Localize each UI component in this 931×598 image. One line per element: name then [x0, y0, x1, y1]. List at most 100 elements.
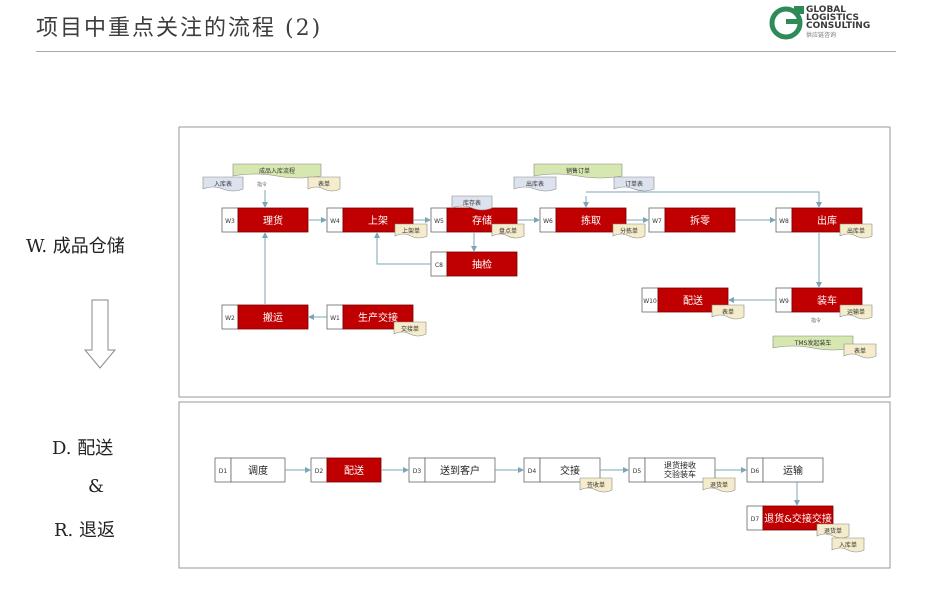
node-w2-label: 搬运 — [263, 311, 283, 324]
node-d5-label: 交验装车 — [664, 469, 696, 479]
doc-outbound-table-text: 出库表 — [526, 180, 544, 188]
down-arrow-icon — [83, 299, 117, 369]
node-w3-label: 理货 — [263, 214, 283, 227]
doc-stockcheck: 盘点单 — [491, 223, 525, 239]
title-divider — [36, 51, 896, 52]
doc-load-note: 运输单 — [839, 304, 873, 320]
node-w10: W10 配送 — [641, 287, 729, 313]
node-w9-label: 装车 — [817, 294, 837, 307]
label-warehouse: W. 成品仓储 — [26, 236, 125, 257]
node-d2-label: 配送 — [344, 464, 364, 477]
node-d3-label: 送到客户 — [440, 464, 480, 477]
node-c8: C8 抽检 — [430, 251, 518, 277]
node-c8-id: C8 — [435, 262, 443, 269]
doc-inbound-note-text: 入库表 — [214, 180, 232, 188]
doc-order-table: 订单表 — [613, 176, 655, 192]
node-w6-label: 拣取 — [581, 214, 601, 227]
node-d6-label: 运输 — [783, 464, 803, 477]
node-w3-id: W3 — [225, 218, 235, 225]
doc-out-note-text: 出库单 — [847, 227, 865, 235]
node-w4-label: 上架 — [368, 215, 388, 227]
doc-d5: 退货单 — [702, 477, 736, 493]
doc-load-note-text: 运输单 — [847, 308, 865, 316]
flow-arrow — [374, 232, 431, 265]
doc-inventory: 库存表 — [451, 195, 493, 211]
node-d6: D6 运输 — [746, 457, 824, 483]
doc-order-table-text: 订单表 — [625, 180, 643, 188]
delivery-frame — [178, 401, 891, 569]
doc-d4-text: 签收单 — [587, 481, 605, 489]
flow-arrow — [586, 191, 822, 208]
doc-pick-note: 分拣单 — [612, 223, 646, 239]
node-d3: D3 送到客户 — [408, 457, 496, 483]
doc-delivery-note: 表单 — [711, 304, 745, 320]
node-w2: W2 搬运 — [221, 304, 309, 330]
doc-inbound-table-text: 表单 — [318, 180, 330, 188]
doc-shelf-text: 上架单 — [402, 227, 420, 235]
doc-sales-order-text: 销售订单 — [566, 167, 590, 175]
node-w3: W3 理货 — [221, 207, 309, 233]
label-returns: R. 退返 — [54, 520, 115, 541]
doc-d7-1: 退货单 — [816, 523, 850, 539]
node-c8-label: 抽检 — [472, 258, 492, 271]
logo-line-3: CONSULTING — [806, 21, 871, 31]
node-d3-id: D3 — [413, 468, 422, 475]
node-w5-label: 存储 — [472, 214, 492, 227]
node-w4: W4 上架 — [326, 207, 414, 233]
warehouse-frame — [178, 126, 891, 398]
node-d5-id: D5 — [633, 468, 642, 475]
node-d2: D2 配送 — [310, 457, 382, 483]
doc-inbound-table: 表单 — [307, 176, 341, 192]
node-d2-id: D2 — [315, 468, 324, 475]
doc-handover-note: 交接单 — [393, 321, 427, 337]
node-d7-label: 退货&交接交接 — [764, 512, 832, 525]
label-amp: & — [88, 476, 105, 497]
node-w6-id: W6 — [543, 218, 553, 225]
label-delivery: D. 配送 — [52, 438, 114, 459]
node-d7-id: D7 — [751, 516, 760, 523]
doc-inbound-note: 入库表 — [202, 176, 244, 192]
doc-shelf: 上架单 — [394, 223, 428, 239]
logo-line-2: LOGISTICS — [806, 13, 860, 23]
node-d5-label: 退货接收 — [664, 460, 696, 470]
node-w4-id: W4 — [330, 218, 340, 225]
node-w8-id: W8 — [779, 218, 789, 225]
doc-d4: 签收单 — [579, 477, 613, 493]
doc-inbound-flow-text: 成品入库流程 — [259, 167, 295, 175]
node-w9-id: W9 — [779, 298, 789, 305]
doc-out-note: 出库单 — [839, 223, 873, 239]
doc-handover-note-text: 交接单 — [401, 325, 419, 333]
logo-line-1: GLOBAL — [806, 5, 847, 15]
node-w7: W7 拆零 — [648, 207, 736, 233]
doc-inbound-flow: 成品入库流程 — [232, 163, 322, 179]
doc-tms-note-text: 表单 — [854, 347, 866, 355]
tag-2: 指令 — [811, 317, 821, 324]
node-w10-label: 配送 — [683, 294, 703, 307]
doc-tms-text: TMS发起装车 — [794, 339, 832, 347]
logo-line-4: 供应链咨询 — [806, 32, 837, 39]
doc-d7-1-text: 退货单 — [824, 527, 842, 535]
tag-1: 指令 — [257, 181, 267, 188]
doc-tms: TMS发起装车 — [772, 335, 854, 351]
logo-icon — [769, 6, 804, 40]
doc-d7-2: 入库单 — [831, 537, 865, 553]
node-w2-id: W2 — [225, 315, 235, 322]
node-d4-id: D4 — [528, 468, 537, 475]
node-w1-label: 生产交接 — [358, 311, 398, 324]
doc-d7-2-text: 入库单 — [839, 541, 857, 549]
node-w7-id: W7 — [652, 218, 662, 225]
doc-sales-order: 销售订单 — [533, 163, 623, 179]
doc-outbound-table: 出库表 — [513, 176, 557, 192]
node-w10-id: W10 — [643, 298, 657, 305]
node-w7-label: 拆零 — [690, 214, 710, 227]
node-w8-label: 出库 — [817, 214, 837, 227]
page-title: 项目中重点关注的流程 (2) — [36, 16, 323, 41]
node-d1-id: D1 — [219, 468, 228, 475]
node-d6-id: D6 — [751, 468, 760, 475]
doc-tms-note: 表单 — [843, 343, 877, 359]
doc-d5-text: 退货单 — [710, 481, 728, 489]
node-w8: W8 出库 — [775, 207, 863, 233]
